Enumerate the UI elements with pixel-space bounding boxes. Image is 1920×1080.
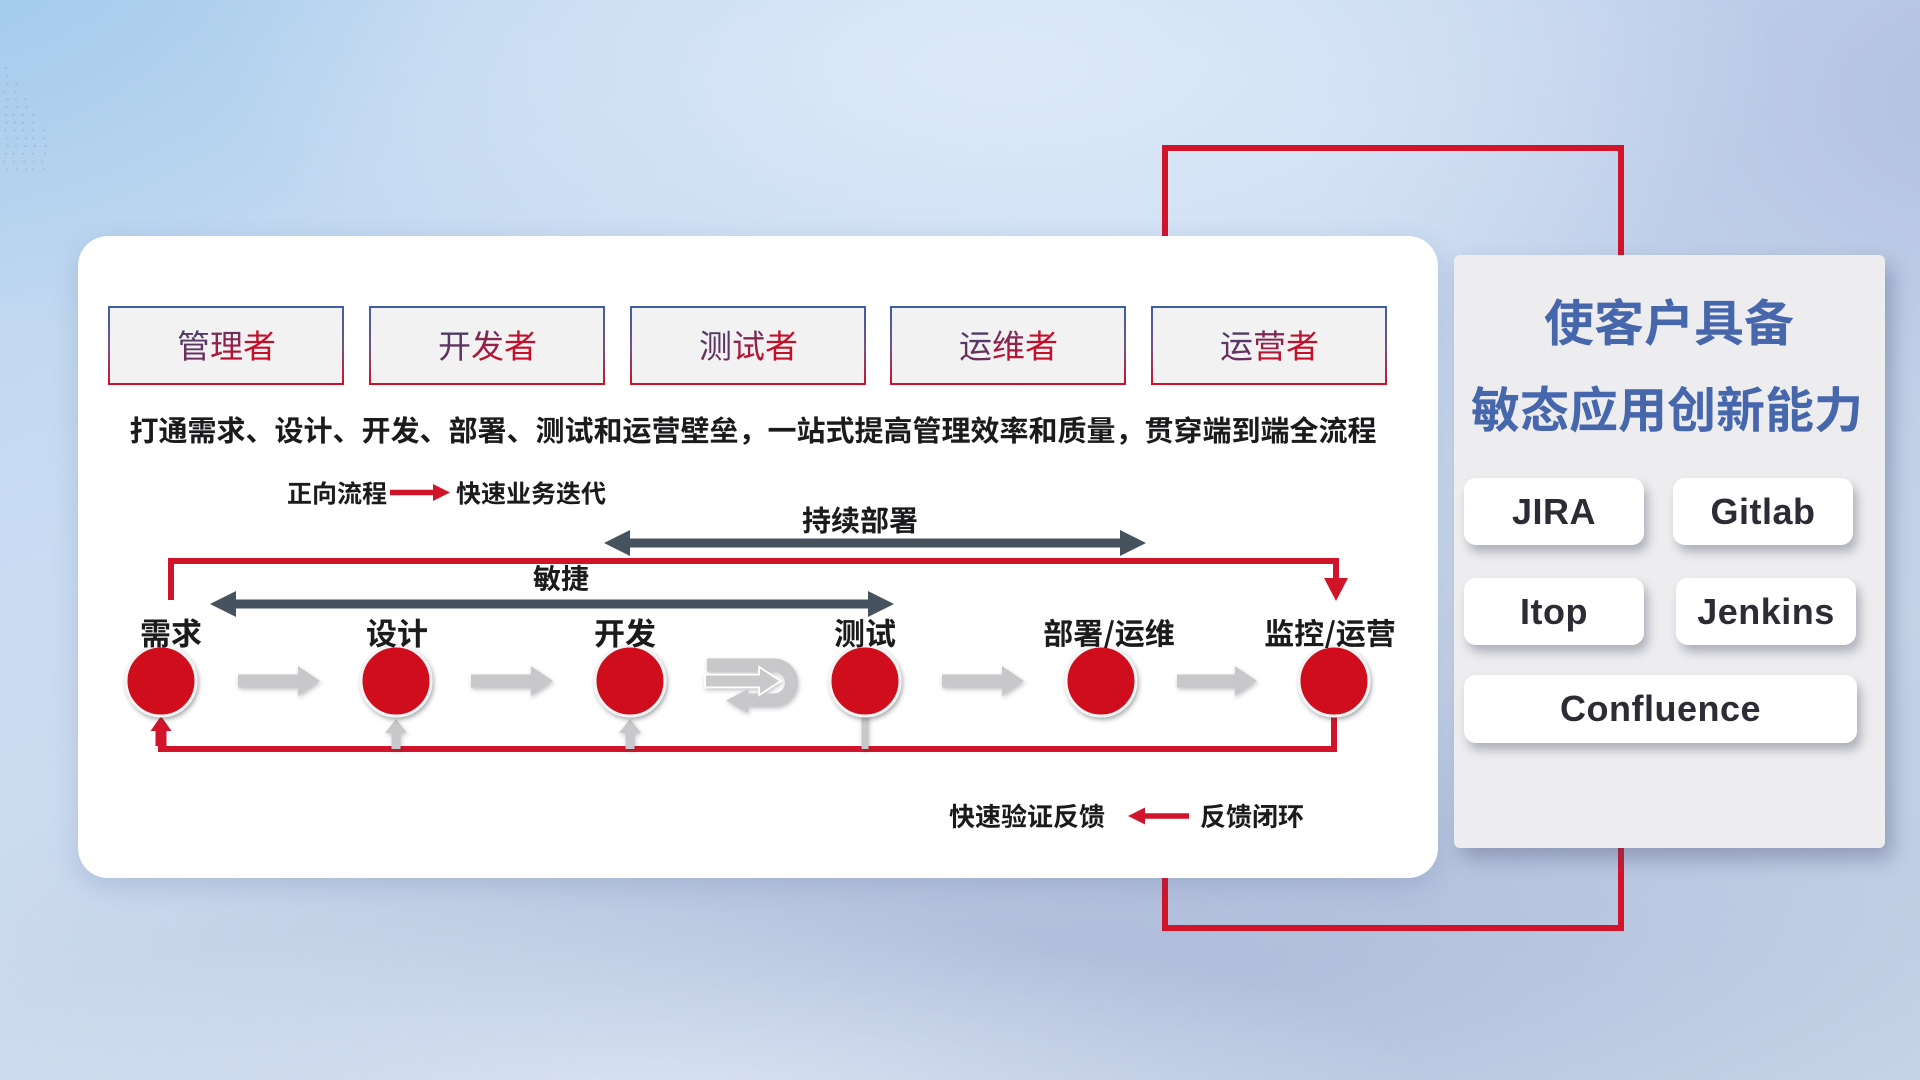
agile-arrow-label xyxy=(533,564,589,592)
tool-button-label: JIRA xyxy=(1511,490,1597,532)
role-box-developer xyxy=(369,306,605,385)
tool-button-label: Confluence xyxy=(1559,688,1761,729)
tool-button-itop[interactable]: Itop xyxy=(1464,578,1644,645)
node-label-test xyxy=(834,618,896,649)
role-box-ops xyxy=(890,306,1126,385)
panel-title-line2 xyxy=(1471,385,1863,434)
node-label-deploy-ops xyxy=(1043,618,1175,648)
role-label-operator xyxy=(1220,329,1319,362)
role-box-manager xyxy=(108,306,344,385)
tool-button-confluence[interactable]: Confluence xyxy=(1464,675,1857,743)
node-label-develop xyxy=(594,618,656,649)
forward-legend-value xyxy=(456,481,606,506)
tool-button-jira[interactable]: JIRA xyxy=(1464,478,1644,545)
tool-button-gitlab[interactable]: Gitlab xyxy=(1673,478,1853,545)
role-label-developer xyxy=(438,329,537,362)
tool-button-label: Gitlab xyxy=(1710,490,1816,532)
role-label-manager xyxy=(177,329,276,362)
role-box-operator xyxy=(1151,306,1387,385)
dots-decoration xyxy=(2,66,47,171)
description-line xyxy=(130,416,1377,445)
panel-title-line1 xyxy=(1544,297,1794,347)
tool-button-label: Jenkins xyxy=(1697,590,1835,632)
feedback-legend-label xyxy=(1200,803,1304,829)
feedback-legend-value xyxy=(949,803,1105,829)
role-label-ops xyxy=(959,329,1058,362)
tool-button-jenkins[interactable]: Jenkins xyxy=(1676,578,1856,645)
node-label-design xyxy=(366,618,428,649)
role-box-tester xyxy=(630,306,866,385)
role-label-tester xyxy=(699,329,798,362)
cd-arrow-label xyxy=(802,506,918,535)
tool-button-label: Itop xyxy=(1520,590,1588,632)
node-label-monitor-operate xyxy=(1264,618,1396,648)
capability-panel xyxy=(1454,255,1885,848)
node-label-requirement xyxy=(140,618,202,649)
forward-legend-label xyxy=(287,481,387,506)
